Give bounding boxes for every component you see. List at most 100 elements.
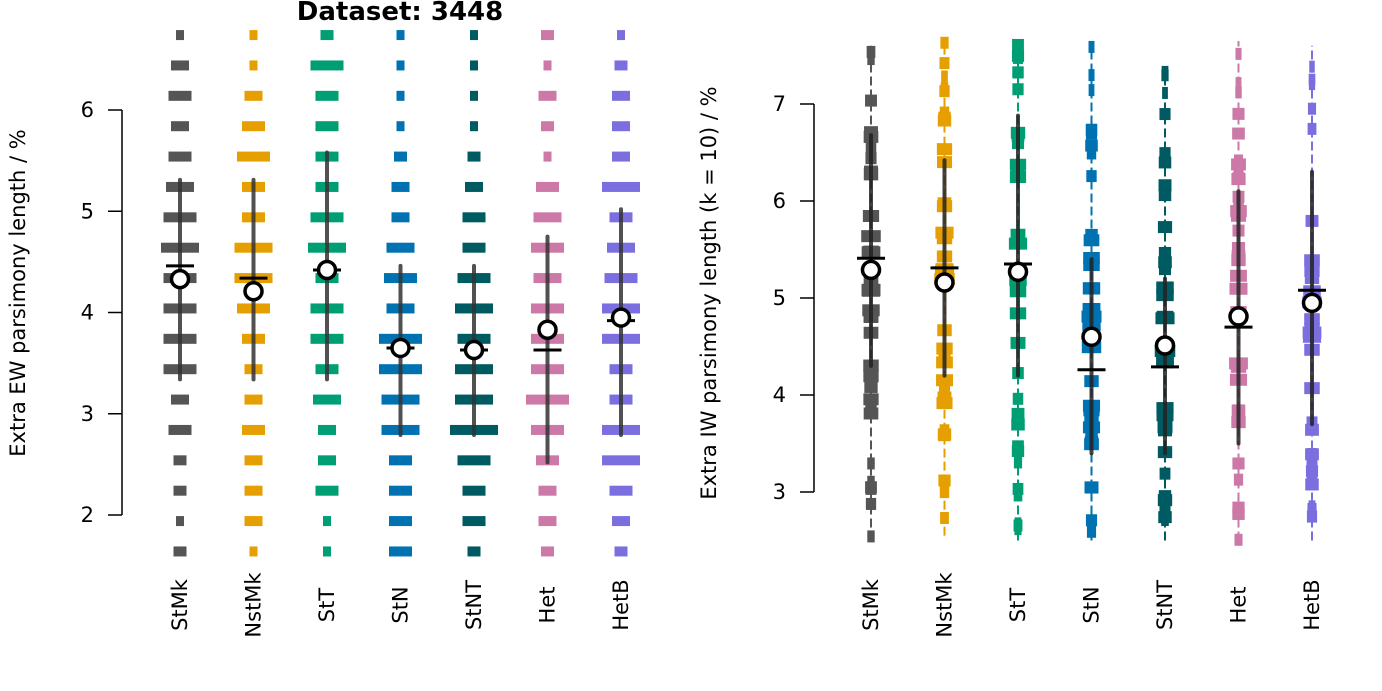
strip-bar-nstmk (249, 30, 258, 41)
strip-square-stnt (1158, 156, 1172, 169)
strip-square-hetb (1306, 510, 1318, 523)
mean-point-nstmk (243, 280, 264, 302)
strip-bar-het (541, 546, 554, 557)
strip-bar-stn (386, 242, 415, 253)
strip-square-stt (1013, 456, 1023, 469)
strip-square-stn (1086, 170, 1097, 183)
mean-point-nstmk (934, 272, 955, 293)
left-y-tick-label: 6 (81, 98, 94, 122)
mean-point-stn (390, 337, 411, 359)
strip-square-stmk (867, 457, 875, 470)
strip-bar-stmk (176, 30, 184, 41)
strip-bar-hetb (614, 60, 628, 71)
strip-square-stt (1011, 49, 1025, 62)
strip-square-het (1232, 172, 1245, 185)
left-plot-area (161, 30, 640, 557)
strip-bar-stn (389, 546, 412, 557)
left-x-tick-label-stn: StN (389, 586, 413, 623)
strip-square-hetb (1308, 500, 1316, 513)
strip-bar-het (536, 181, 559, 192)
strip-square-stmk (867, 53, 875, 66)
right-y-tick-label: 3 (773, 480, 786, 504)
strip-bar-hetb (614, 546, 628, 557)
strip-square-stmk (866, 45, 876, 58)
mean-point-hetb (610, 307, 632, 328)
iw-length-panel: Extra IW parsimony length (k = 10) / % 3… (697, 36, 1326, 638)
strip-square-het (1235, 77, 1242, 90)
strip-bar-stnt (462, 516, 486, 527)
strip-square-stn (1086, 525, 1097, 538)
strip-square-stn (1085, 123, 1098, 136)
strip-bar-stt (310, 60, 344, 71)
strip-square-stn (1085, 139, 1098, 152)
strip-bar-stmk (173, 485, 187, 496)
strip-bar-stmk (173, 455, 187, 466)
strip-bar-stt (318, 424, 336, 435)
strip-bar-stn (389, 485, 412, 496)
strip-square-stmk (864, 380, 878, 393)
strip-square-stnt (1158, 246, 1172, 259)
strip-bar-stnt (470, 121, 478, 132)
strip-bar-hetb (612, 90, 630, 101)
strip-square-stn (1085, 514, 1098, 527)
strip-square-nstmk (936, 143, 953, 156)
strip-bar-hetb (609, 485, 633, 496)
right-x-tick-label-het: Het (1227, 587, 1251, 624)
mean-point-stn (1081, 326, 1102, 348)
strip-bar-stn (389, 516, 412, 527)
strip-square-hetb (1307, 122, 1317, 135)
strip-bar-stn (396, 60, 405, 71)
strip-square-hetb (1305, 465, 1319, 478)
strip-square-nstmk (938, 474, 951, 487)
strip-bar-hetb (612, 121, 630, 132)
right-x-tick-label-nstmk: NstMk (933, 572, 957, 638)
strip-square-hetb (1308, 78, 1316, 91)
strip-square-stnt (1160, 498, 1170, 511)
strip-bar-het (538, 516, 557, 527)
strip-square-stnt (1159, 147, 1171, 160)
strip-square-stnt (1159, 108, 1171, 121)
right-x-tick-label-stnt: StNT (1153, 580, 1177, 630)
strip-bar-nstmk (237, 151, 270, 162)
strip-square-nstmk (938, 111, 951, 124)
mean-point-het (537, 319, 558, 340)
strip-bar-stnt (470, 30, 478, 41)
strip-square-hetb (1305, 478, 1319, 491)
mean-point-het (1228, 306, 1249, 327)
strip-bar-nstmk (244, 516, 263, 527)
strip-square-stn (1088, 40, 1095, 53)
left-x-tick-label-hetb: HetB (609, 579, 633, 630)
strip-bar-stt (318, 455, 336, 466)
strip-bar-stmk (168, 424, 192, 435)
strip-square-het (1233, 473, 1244, 486)
strip-bar-nstmk (242, 424, 265, 435)
strip-square-het (1234, 533, 1243, 546)
strip-square-stmk (867, 475, 875, 488)
strip-square-nstmk (936, 374, 953, 387)
strip-square-stnt (1158, 511, 1172, 524)
strip-square-nstmk (939, 85, 950, 98)
strip-bar-stnt (457, 455, 491, 466)
strip-square-nstmk (939, 395, 950, 408)
strip-square-stt (1012, 38, 1024, 51)
strip-bar-stmk (168, 90, 192, 101)
strip-square-nstmk (937, 428, 952, 441)
left-x-tick-label-het: Het (536, 587, 560, 624)
strip-square-het (1235, 47, 1242, 60)
strip-square-nstmk (941, 70, 948, 83)
left-x-tick-label-stt: StT (315, 588, 339, 623)
strip-square-stmk (865, 497, 877, 510)
strip-bar-stn (396, 30, 405, 41)
strip-square-stt (1013, 417, 1023, 430)
mean-point-hetb (1301, 292, 1323, 314)
strip-bar-stt (315, 485, 339, 496)
strip-bar-stnt (467, 151, 481, 162)
right-y-tick-label: 6 (773, 189, 786, 213)
strip-bar-stn (394, 151, 407, 162)
mean-point-stmk (860, 259, 882, 281)
strip-square-stt (1013, 66, 1023, 79)
strip-square-het (1232, 501, 1245, 514)
